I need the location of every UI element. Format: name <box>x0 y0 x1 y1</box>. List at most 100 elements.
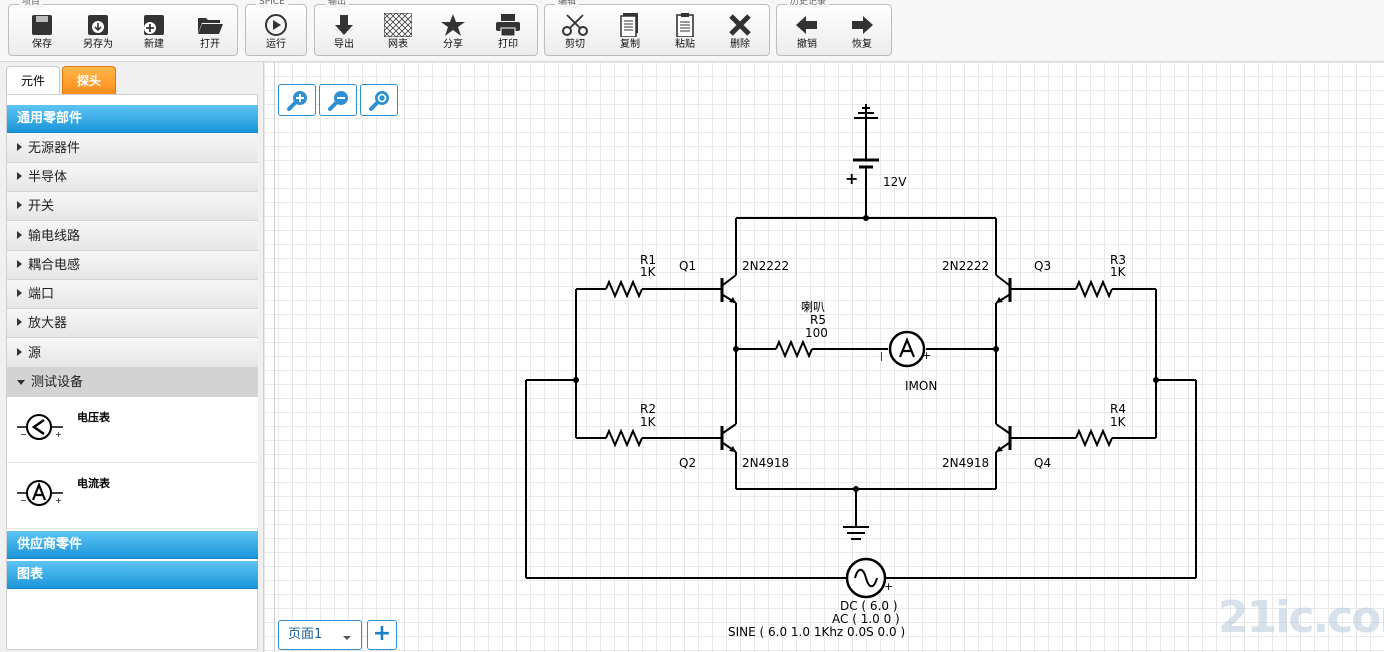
meter-minus-mark: | <box>880 352 883 362</box>
copy-icon <box>620 13 638 37</box>
netlist-button[interactable]: 网表 <box>371 9 425 53</box>
zoom-in-button[interactable] <box>278 84 316 116</box>
collapsed-arrow-icon <box>17 348 22 356</box>
canvas-area <box>274 62 1384 652</box>
label-source-ac: AC ( 1.0 0 ) <box>832 612 900 626</box>
save-as-button[interactable]: 另存为 <box>71 9 125 53</box>
group-title: 输出 <box>325 0 350 8</box>
svg-text:−: − <box>20 496 27 505</box>
group-title: 编辑 <box>555 0 580 8</box>
battery-plus-mark: + <box>845 169 858 188</box>
label-r5-name: 喇叭 <box>801 299 825 314</box>
collapsed-arrow-icon <box>17 231 22 239</box>
paste-button[interactable]: 粘贴 <box>658 9 712 53</box>
tab-components[interactable]: 元件 <box>6 66 60 94</box>
category-switch[interactable]: 开关 <box>7 192 258 221</box>
button-label: 恢复 <box>852 39 872 50</box>
run-button[interactable]: 运行 <box>249 9 303 53</box>
cut-button[interactable]: 剪切 <box>548 9 602 53</box>
category-semiconductor[interactable]: 半导体 <box>7 163 258 192</box>
section-charts[interactable]: 图表 <box>7 561 258 589</box>
zoom-in-icon <box>287 91 307 111</box>
collapsed-arrow-icon <box>17 172 22 180</box>
category-label: 放大器 <box>28 316 68 331</box>
group-title: 历史记录 <box>787 0 830 8</box>
collapsed-arrow-icon <box>17 289 22 297</box>
button-label: 网表 <box>388 39 408 50</box>
undo-arrow-icon <box>796 16 817 34</box>
label-r1-value: 1K <box>640 265 657 279</box>
category-label: 输电线路 <box>28 229 81 244</box>
category-passive[interactable]: 无源器件 <box>7 134 258 163</box>
delete-button[interactable]: 删除 <box>713 9 767 53</box>
button-label: 保存 <box>32 39 52 50</box>
netlist-icon <box>384 13 412 37</box>
schematic-canvas[interactable] <box>264 62 1384 652</box>
copy-button[interactable]: 复制 <box>603 9 657 53</box>
share-button[interactable]: 分享 <box>426 9 480 53</box>
category-source[interactable]: 源 <box>7 339 258 368</box>
svg-text:+: + <box>55 430 62 439</box>
category-label: 测试设备 <box>31 375 84 390</box>
category-label: 耦合电感 <box>28 258 81 273</box>
button-label: 新建 <box>144 39 164 50</box>
new-button[interactable]: 新建 <box>127 9 181 53</box>
chevron-down-icon <box>343 636 351 640</box>
label-r3: R3 <box>1110 253 1126 267</box>
component-label: 电流表 <box>77 477 110 490</box>
category-amplifier[interactable]: 放大器 <box>7 309 258 338</box>
group-title: 项目 <box>19 0 44 8</box>
export-arrow-icon <box>335 15 353 35</box>
component-library-panel: 元件 探头 通用零部件 无源器件 半导体 开关 输电线路 耦合电感 端口 放大器… <box>0 62 264 652</box>
watermark-logo: 21ic.com <box>1218 592 1384 643</box>
component-voltmeter[interactable]: − + 电压表 <box>7 397 258 463</box>
category-label: 源 <box>28 346 42 361</box>
paste-icon <box>676 13 694 37</box>
category-label: 半导体 <box>28 170 68 185</box>
label-r5: R5 <box>810 313 826 327</box>
add-page-button[interactable]: + <box>367 620 397 650</box>
page-tab-1[interactable]: 页面1 <box>278 620 362 650</box>
section-general-parts[interactable]: 通用零部件 <box>7 105 258 133</box>
expanded-arrow-icon <box>17 380 25 385</box>
category-test-equipment[interactable]: 测试设备 <box>7 368 258 397</box>
category-port[interactable]: 端口 <box>7 280 258 309</box>
meter-plus-mark: + <box>922 349 931 362</box>
label-q1-type: 2N2222 <box>742 259 789 273</box>
play-icon <box>265 14 287 36</box>
toolbar-group-edit: 编辑 剪切 复制 粘贴 删除 <box>544 0 770 56</box>
zoom-out-button[interactable] <box>319 84 357 116</box>
svg-text:−: − <box>20 430 27 439</box>
label-supply: 12V <box>883 175 907 189</box>
open-folder-icon <box>198 18 223 34</box>
star-icon <box>441 14 465 36</box>
export-button[interactable]: 导出 <box>317 9 371 53</box>
button-label: 打开 <box>200 39 220 50</box>
label-r2: R2 <box>640 402 656 416</box>
tab-probes[interactable]: 探头 <box>62 66 116 94</box>
button-label: 导出 <box>334 39 354 50</box>
collapsed-arrow-icon <box>17 201 22 209</box>
toolbar-group-history: 历史记录 撤销 恢复 <box>776 0 892 56</box>
undo-button[interactable]: 撤销 <box>780 9 834 53</box>
page-label: 页面1 <box>288 627 323 642</box>
open-button[interactable]: 打开 <box>183 9 237 53</box>
category-label: 开关 <box>28 199 55 214</box>
library-accordion: 通用零部件 无源器件 半导体 开关 输电线路 耦合电感 端口 放大器 源 测试设… <box>6 94 258 650</box>
printer-icon <box>496 14 520 37</box>
label-q2-type: 2N4918 <box>742 456 789 470</box>
label-q1: Q1 <box>679 259 696 273</box>
redo-arrow-icon <box>852 16 873 34</box>
source-plus-mark: + <box>884 580 893 593</box>
redo-button[interactable]: 恢复 <box>835 9 889 53</box>
section-vendor-parts[interactable]: 供应商零件 <box>7 531 258 559</box>
category-label: 端口 <box>28 287 55 302</box>
zoom-fit-button[interactable] <box>360 84 398 116</box>
print-button[interactable]: 打印 <box>481 9 535 53</box>
category-coupled-inductor[interactable]: 耦合电感 <box>7 251 258 280</box>
component-ammeter[interactable]: − + 电流表 <box>7 463 258 529</box>
save-button[interactable]: 保存 <box>15 9 69 53</box>
category-transmission-line[interactable]: 输电线路 <box>7 222 258 251</box>
label-q4-type: 2N4918 <box>942 456 989 470</box>
